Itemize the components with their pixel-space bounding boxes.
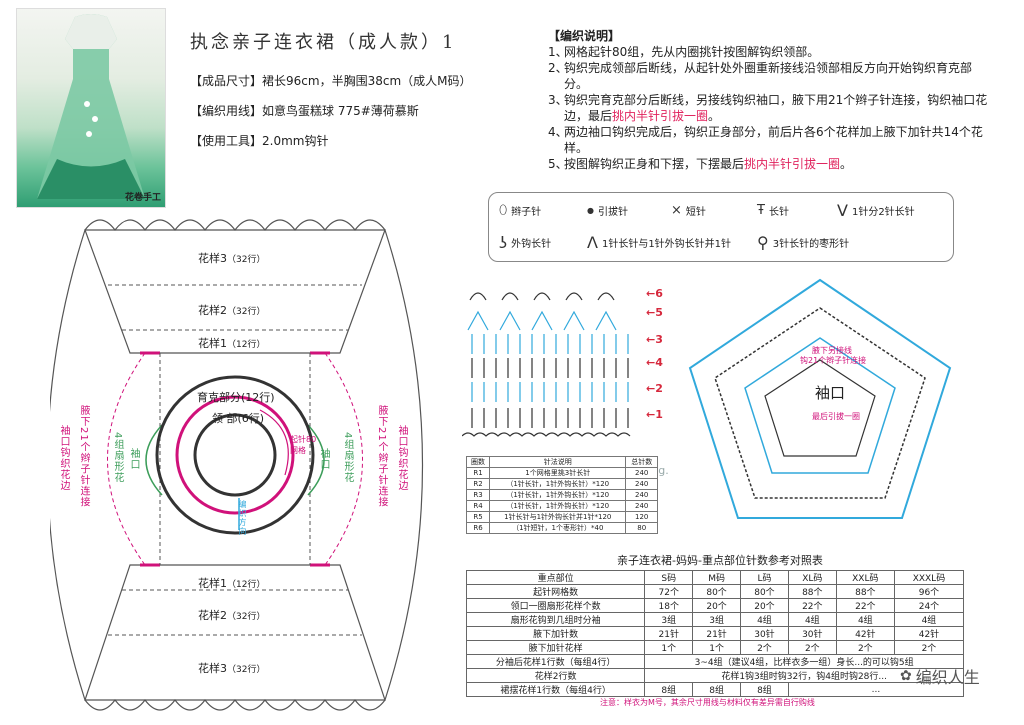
spec-tool: 【使用工具】2.0mm钩针	[190, 134, 329, 148]
sleeve-label-right: 袖口	[318, 448, 329, 470]
table-row: 花样2行数花样1钩3组时钩32行，钩4组时钩28行...	[465, 668, 964, 683]
chart-row-label: ←1	[646, 408, 663, 421]
band-bottom-2: 花样2（32行）	[198, 609, 266, 622]
spec-size: 【成品尺寸】裙长96cm，半胸围38cm（成人M码）	[190, 74, 472, 88]
yoke-label: 育克部分(12行)	[197, 391, 275, 404]
legend-chain: ⬯辫子针	[499, 203, 542, 218]
sleeve-join-label-2: 钩21个辫子针连接	[800, 356, 867, 365]
wechat-icon: ✿	[900, 668, 912, 684]
single-crochet-icon: ×	[671, 203, 682, 218]
dress-schematic	[50, 219, 424, 711]
direction-label: 编织方向	[238, 500, 247, 536]
top-scallop	[84, 219, 386, 231]
sleeve-label-left: 袖口	[128, 448, 139, 470]
cuff-label-left: 袖口钩织花边	[58, 425, 69, 491]
photo-signature: 花卷手工	[124, 193, 161, 203]
dc-fpdc-together-icon: Ʌ	[587, 233, 598, 252]
sleeve-stitch-chart	[688, 278, 952, 519]
chart-row-label: ←6	[646, 287, 663, 300]
start-label: 起针80网格	[290, 435, 317, 455]
instruction-item: 3、钩织完育克部分后断线，另接线钩织袖口，腋下用21个辫子针连接，钩织袖口花边，…	[548, 93, 988, 123]
instructions: 【编织说明】 1、网格起针80组，先从内圈挑针按图解钩织领部。 2、钩织完成领部…	[548, 28, 988, 172]
chart-row-label: ←5	[646, 306, 663, 319]
sleeve-center-label: 袖口	[815, 384, 846, 402]
fan-label-right: 4组扇形花	[342, 432, 353, 484]
cuff-label-right: 袖口钩织花边	[396, 425, 407, 491]
front-post-dc-icon: ʖ	[499, 233, 508, 252]
double-crochet-icon: Ŧ	[757, 203, 765, 218]
band-bottom-1: 花样1（12行）	[198, 577, 266, 590]
instruction-item: 5、按图解钩织正身和下摆，下摆最后挑内半针引拔一圈。	[548, 157, 853, 171]
underarm-label-left: 腋下21个辫子针连接	[78, 405, 89, 508]
table-row: 分袖后花样1行数（每组4行）3~4组（建议4组，比样衣多一组）身长...的可以钩…	[465, 654, 964, 669]
brand-stamp: ✿ 编织人生	[900, 668, 980, 687]
instructions-heading: 【编织说明】	[548, 29, 621, 43]
dc-increase-icon: V	[837, 201, 848, 220]
band-top-2: 花样2（32行）	[198, 304, 266, 317]
size-table-note: 注意：样衣为M号，其余尺寸用线与材料仅有差异需自行购线	[600, 698, 815, 707]
legend-sc: ×短针	[671, 203, 706, 218]
underarm-label-right: 腋下21个辫子针连接	[376, 405, 387, 508]
legend-slip: ●引拔针	[587, 206, 628, 218]
neck-label: 领 部(6行)	[212, 412, 265, 425]
instruction-item: 1、网格起针80组，先从内圈挑针按图解钩织领部。	[548, 45, 820, 59]
fan-label-left: 4组扇形花	[112, 432, 123, 484]
yoke-stitch-chart	[462, 292, 631, 437]
instruction-item: 4、两边袖口钩织完成后，钩织正身部分，前后片各6个花样加上腋下加针共14个花样。	[548, 125, 983, 155]
page-title: 执念亲子连衣裙（成人款）1	[190, 32, 457, 53]
table-header-row: 圈数针法说明总针数	[465, 456, 658, 468]
legend-cluster: ⚲3针长针的枣形针	[757, 233, 850, 252]
band-bottom-3: 花样3（32行）	[198, 662, 266, 675]
chain-stitch-icon: ⬯	[499, 203, 508, 218]
cluster-icon: ⚲	[757, 233, 769, 252]
bottom-scallop	[84, 699, 386, 711]
chart-row-label: ←3	[646, 333, 663, 346]
sleeve-sub-label: 最后引拔一圈	[812, 412, 860, 421]
size-table-title: 亲子连衣裙-妈妈-重点部位针数参考对照表	[617, 554, 823, 567]
dress-photo: 花卷手工	[16, 8, 166, 208]
band-top-3: 花样3（32行）	[198, 252, 266, 265]
chart-row-label: ←2	[646, 382, 663, 395]
sleeve-join-label: 腋下另接线	[812, 346, 852, 355]
chart-row-label: ←4	[646, 356, 663, 369]
slip-stitch-icon: ●	[587, 206, 594, 215]
instruction-item: 2、钩织完成领部后断线，从起针处外圈重新接线沿领部相反方向开始钩织育克部分。	[548, 61, 973, 91]
band-top-1: 花样1（12行）	[198, 337, 266, 350]
spec-yarn: 【编织用线】如意鸟蛋糕球 775#薄荷慕斯	[190, 104, 419, 118]
